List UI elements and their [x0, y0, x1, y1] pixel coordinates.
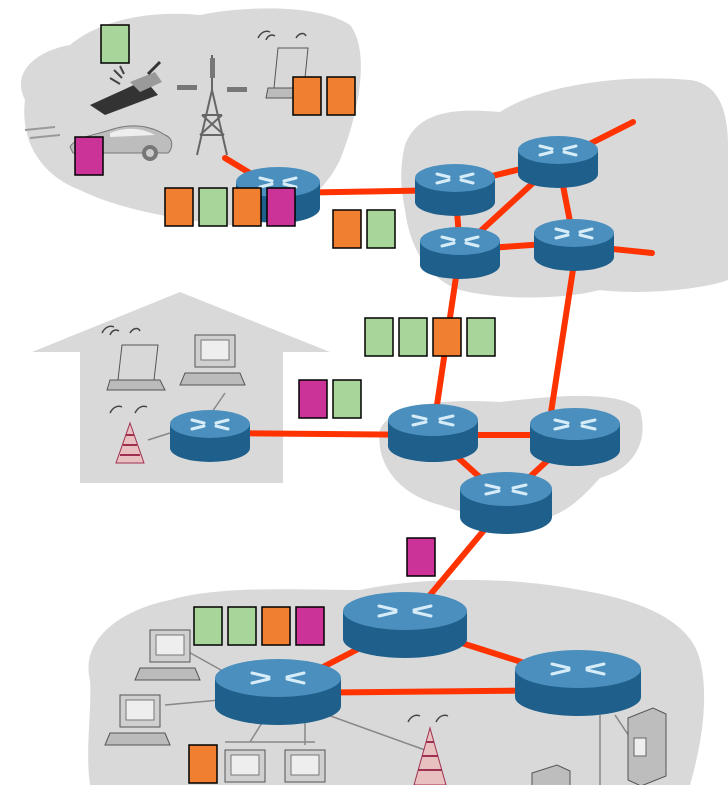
- packet-green: [398, 317, 428, 357]
- mobile-phone-icon: [90, 60, 162, 115]
- router: [460, 472, 552, 534]
- packet-orange: [164, 187, 194, 227]
- router: [415, 164, 495, 216]
- packet-magenta: [295, 606, 325, 646]
- desktop-computer-icon: [224, 749, 266, 783]
- packet-green: [364, 317, 394, 357]
- router: [388, 404, 478, 462]
- packet-green: [198, 187, 228, 227]
- packets: [74, 24, 496, 784]
- devices: [24, 30, 667, 785]
- packet-green: [466, 317, 496, 357]
- router: [170, 410, 250, 462]
- packet-magenta: [74, 136, 104, 176]
- laptop-icon: [101, 325, 166, 391]
- packet-green: [193, 606, 223, 646]
- packet-magenta: [298, 379, 328, 419]
- router: [420, 227, 500, 279]
- packet-magenta: [266, 187, 296, 227]
- wire: [164, 699, 221, 706]
- router: [343, 592, 467, 658]
- packet-orange: [292, 76, 322, 116]
- desktop-computer-icon: [134, 629, 201, 681]
- wireless-base-station-icon: [407, 714, 449, 785]
- link: [545, 247, 579, 435]
- server-icon: [627, 707, 667, 785]
- packet-green: [227, 606, 257, 646]
- packet-orange: [188, 744, 218, 784]
- router: [215, 659, 341, 725]
- wireless-base-station-icon: [109, 405, 148, 464]
- packet-orange: [332, 209, 362, 249]
- packet-green: [100, 24, 130, 64]
- packet-orange: [232, 187, 262, 227]
- packet-green: [366, 209, 396, 249]
- desktop-computer-icon: [179, 334, 246, 386]
- packet-orange: [432, 317, 462, 357]
- wire: [147, 432, 171, 441]
- server-icon: [531, 764, 571, 785]
- router: [530, 408, 620, 466]
- router: [518, 136, 598, 188]
- router: [515, 650, 641, 716]
- routers: [170, 136, 641, 725]
- packet-orange: [326, 76, 356, 116]
- cell-tower-icon: [177, 55, 247, 156]
- desktop-computer-icon: [284, 749, 326, 783]
- desktop-computer-icon: [104, 694, 171, 746]
- packet-orange: [261, 606, 291, 646]
- router: [534, 219, 614, 271]
- packet-magenta: [406, 537, 436, 577]
- packet-green: [332, 379, 362, 419]
